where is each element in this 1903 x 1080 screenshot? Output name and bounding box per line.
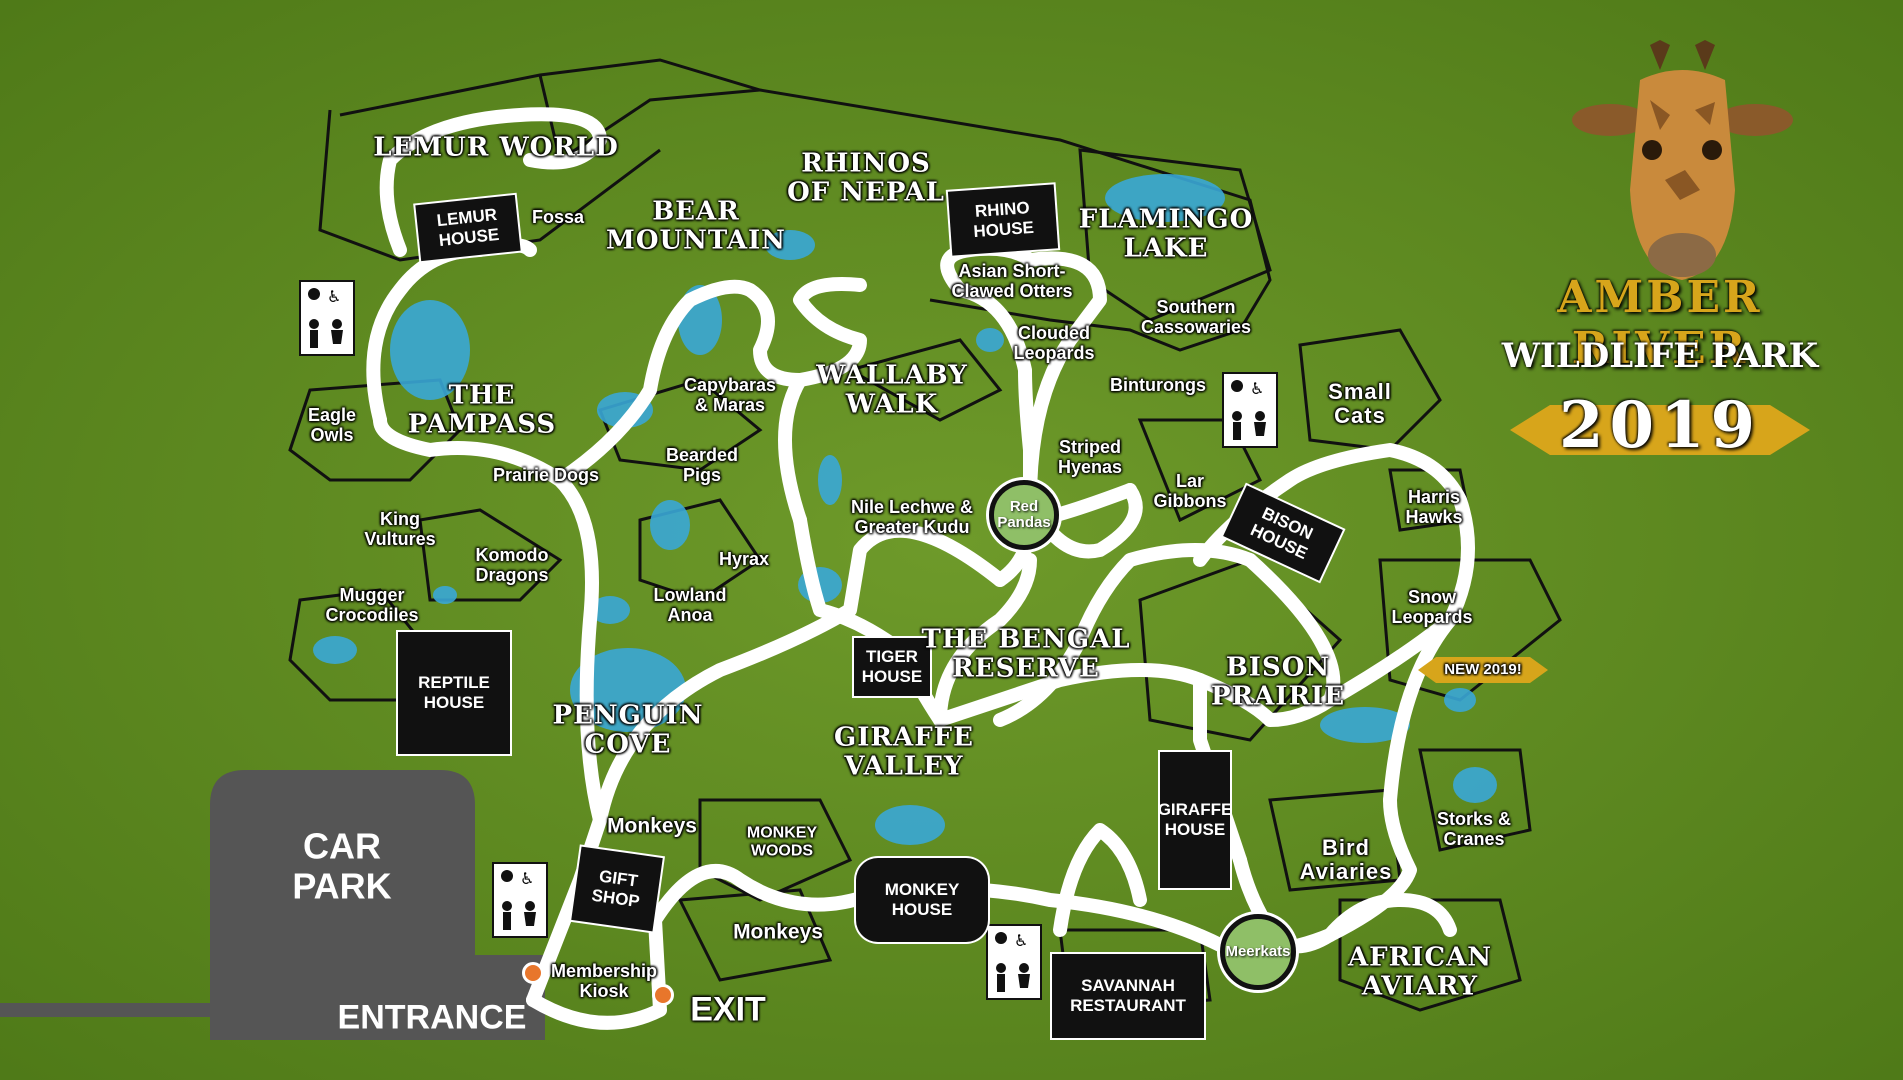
label-lowland-anoa[interactable]: Lowland Anoa [653, 585, 727, 625]
year-banner-icon [1510, 405, 1810, 455]
svg-text:♿: ♿ [1014, 931, 1028, 950]
toilets-icon: ♿ [1222, 372, 1278, 448]
label-bearded-pigs[interactable]: Bearded Pigs [665, 445, 739, 485]
label-small-cats[interactable]: Small Cats [1328, 378, 1392, 428]
toilet-glyphs: ♿ [501, 869, 536, 930]
savannah-restaurant[interactable]: SAVANNAH RESTAURANT [1052, 954, 1204, 1038]
toilets-icon: ♿ [299, 280, 355, 356]
toilet-glyphs: ♿ [1231, 379, 1266, 440]
label-nile-lechwe[interactable]: Nile Lechwe & Greater Kudu [850, 497, 974, 537]
tiger-house[interactable]: TIGER HOUSE [854, 638, 930, 696]
park-brand: AMBER RIVER [1557, 272, 1763, 374]
gift-shop[interactable]: GIFT SHOP [571, 846, 663, 932]
zone-lemur-world[interactable]: LEMUR WORLD [373, 132, 619, 163]
red-pandas-enclosure[interactable]: Red Pandas [989, 480, 1059, 550]
exit-marker-icon[interactable] [652, 984, 674, 1006]
monkey-house[interactable]: MONKEY HOUSE [856, 858, 988, 942]
giraffe-house[interactable]: GIRAFFE HOUSE [1158, 752, 1232, 888]
label-lar-gibbons[interactable]: Lar Gibbons [1153, 471, 1227, 511]
zone-bison-prairie[interactable]: BISON PRAIRIE [1210, 652, 1346, 711]
toilet-glyphs: ♿ [308, 287, 343, 348]
zone-the-pampass[interactable]: THE PAMPASS [407, 380, 557, 439]
entrance-marker-icon[interactable] [522, 962, 544, 984]
label-monkeys-south[interactable]: Monkeys [733, 920, 823, 944]
label-snow-leopards[interactable]: Snow Leopards [1391, 587, 1473, 627]
reptile-house[interactable]: REPTILE HOUSE [398, 632, 510, 754]
zone-flamingo-lake[interactable]: FLAMINGO LAKE [1078, 204, 1254, 263]
toilet-glyphs: ♿ [995, 931, 1030, 992]
zone-the-bengal-reserve[interactable]: THE BENGAL RESERVE [921, 624, 1131, 683]
label-monkey-woods[interactable]: MONKEY WOODS [746, 824, 818, 859]
rhino-house[interactable]: RHINO HOUSE [947, 184, 1059, 256]
zone-penguin-cove[interactable]: PENGUIN COVE [552, 700, 704, 759]
label-mugger-crocodiles[interactable]: Mugger Crocodiles [325, 585, 419, 625]
label-eagle-owls[interactable]: Eagle Owls [307, 405, 357, 445]
zone-african-aviary[interactable]: AFRICAN AVIARY [1347, 942, 1493, 1001]
label-clouded-leopards[interactable]: Clouded Leopards [1013, 323, 1095, 363]
toilets-icon: ♿ [492, 862, 548, 938]
svg-text:♿: ♿ [1250, 379, 1264, 398]
label-monkeys-north[interactable]: Monkeys [607, 814, 697, 838]
zone-rhinos-of-nepal[interactable]: RHINOS OF NEPAL [787, 148, 945, 207]
label-harris-hawks[interactable]: Harris Hawks [1405, 487, 1463, 527]
label-king-vultures[interactable]: King Vultures [364, 509, 436, 549]
car-park-label: CAR PARK [292, 825, 392, 906]
access-road [0, 1003, 230, 1017]
meerkats-enclosure[interactable]: Meerkats [1220, 914, 1296, 990]
new-badge-icon [1418, 657, 1548, 683]
zone-giraffe-valley[interactable]: GIRAFFE VALLEY [834, 722, 974, 781]
exit-label[interactable]: EXIT [690, 990, 766, 1029]
label-asian-otters[interactable]: Asian Short- Clawed Otters [951, 261, 1073, 301]
label-capybaras[interactable]: Capybaras & Maras [683, 375, 777, 415]
label-fossa[interactable]: Fossa [531, 207, 585, 228]
label-storks-cranes[interactable]: Storks & Cranes [1436, 809, 1512, 849]
footpaths[interactable] [366, 107, 1475, 1030]
label-hyrax[interactable]: Hyrax [718, 549, 770, 570]
entrance-label[interactable]: ENTRANCE [337, 998, 527, 1037]
label-striped-hyenas[interactable]: Striped Hyenas [1057, 437, 1123, 477]
park-year: 2019 [1558, 388, 1762, 463]
lemur-house[interactable]: LEMUR HOUSE [415, 194, 521, 262]
zone-bear-mountain[interactable]: BEAR MOUNTAIN [606, 196, 786, 255]
new-2019-badge: NEW 2019! [1444, 660, 1522, 678]
label-bird-aviaries[interactable]: Bird Aviaries [1299, 834, 1393, 884]
park-subtitle: WILDLIFE PARK [1501, 336, 1819, 376]
label-komodo-dragons[interactable]: Komodo Dragons [475, 545, 549, 585]
toilets-icon: ♿ [986, 924, 1042, 1000]
car-park-area [210, 770, 545, 1040]
zone-wallaby-walk[interactable]: WALLABY WALK [816, 360, 968, 419]
svg-text:♿: ♿ [327, 287, 341, 306]
label-prairie-dogs[interactable]: Prairie Dogs [492, 465, 600, 486]
label-binturongs[interactable]: Binturongs [1110, 375, 1206, 396]
label-southern-cassowaries[interactable]: Southern Cassowaries [1140, 297, 1252, 337]
label-membership-kiosk[interactable]: Membership Kiosk [550, 961, 658, 1001]
svg-text:♿: ♿ [520, 869, 534, 888]
giraffe-mascot-icon [1572, 40, 1793, 280]
